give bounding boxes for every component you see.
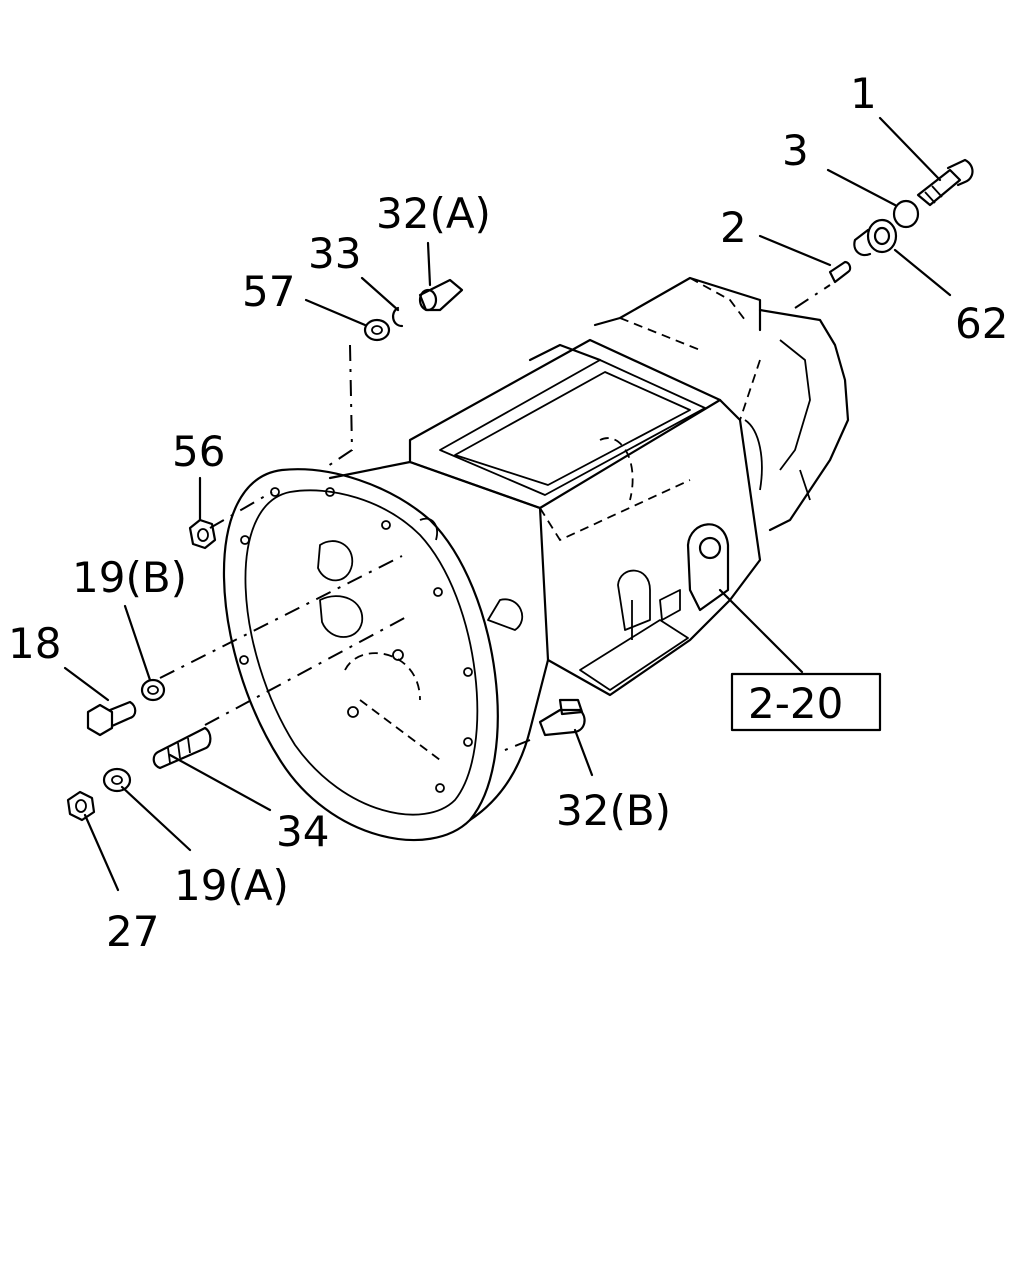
part-57-washer <box>363 318 391 342</box>
label-part-34: 34 <box>276 807 329 856</box>
label-part-19b: 19(B) <box>72 553 187 602</box>
part-19a-washer <box>102 767 132 793</box>
part-1-speedometer-sleeve <box>916 158 974 207</box>
label-part-27: 27 <box>106 907 159 956</box>
part-3-o-ring <box>892 199 920 229</box>
label-reference-2-20: 2-20 <box>748 679 843 728</box>
label-part-3: 3 <box>782 126 809 175</box>
part-19b-washer <box>140 678 166 702</box>
part-56-nut <box>188 518 217 550</box>
label-part-32a: 32(A) <box>376 189 491 238</box>
label-part-33: 33 <box>308 229 361 278</box>
leader-lines <box>63 116 952 892</box>
part-27-nut <box>66 790 96 822</box>
callout-labels: 1 3 2 62 32(A) 33 57 56 19(B) 18 34 19(A… <box>8 69 1008 956</box>
part-2-pin <box>828 260 852 284</box>
label-part-19a: 19(A) <box>174 861 289 910</box>
label-part-32b: 32(B) <box>556 786 671 835</box>
part-34-stud <box>152 726 212 770</box>
label-part-56: 56 <box>172 427 225 476</box>
part-33-snap-ring <box>392 306 404 328</box>
part-18-bolt <box>86 700 137 737</box>
reference-box <box>730 672 882 732</box>
transmission-case <box>222 276 850 842</box>
part-32a-plug <box>418 278 464 312</box>
label-part-18: 18 <box>8 619 61 668</box>
label-part-1: 1 <box>850 69 877 118</box>
label-part-2: 2 <box>720 203 747 252</box>
part-62-driven-gear-housing <box>853 218 898 257</box>
label-part-57: 57 <box>242 267 295 316</box>
part-32b-plug <box>538 698 586 737</box>
label-part-62: 62 <box>955 299 1008 348</box>
